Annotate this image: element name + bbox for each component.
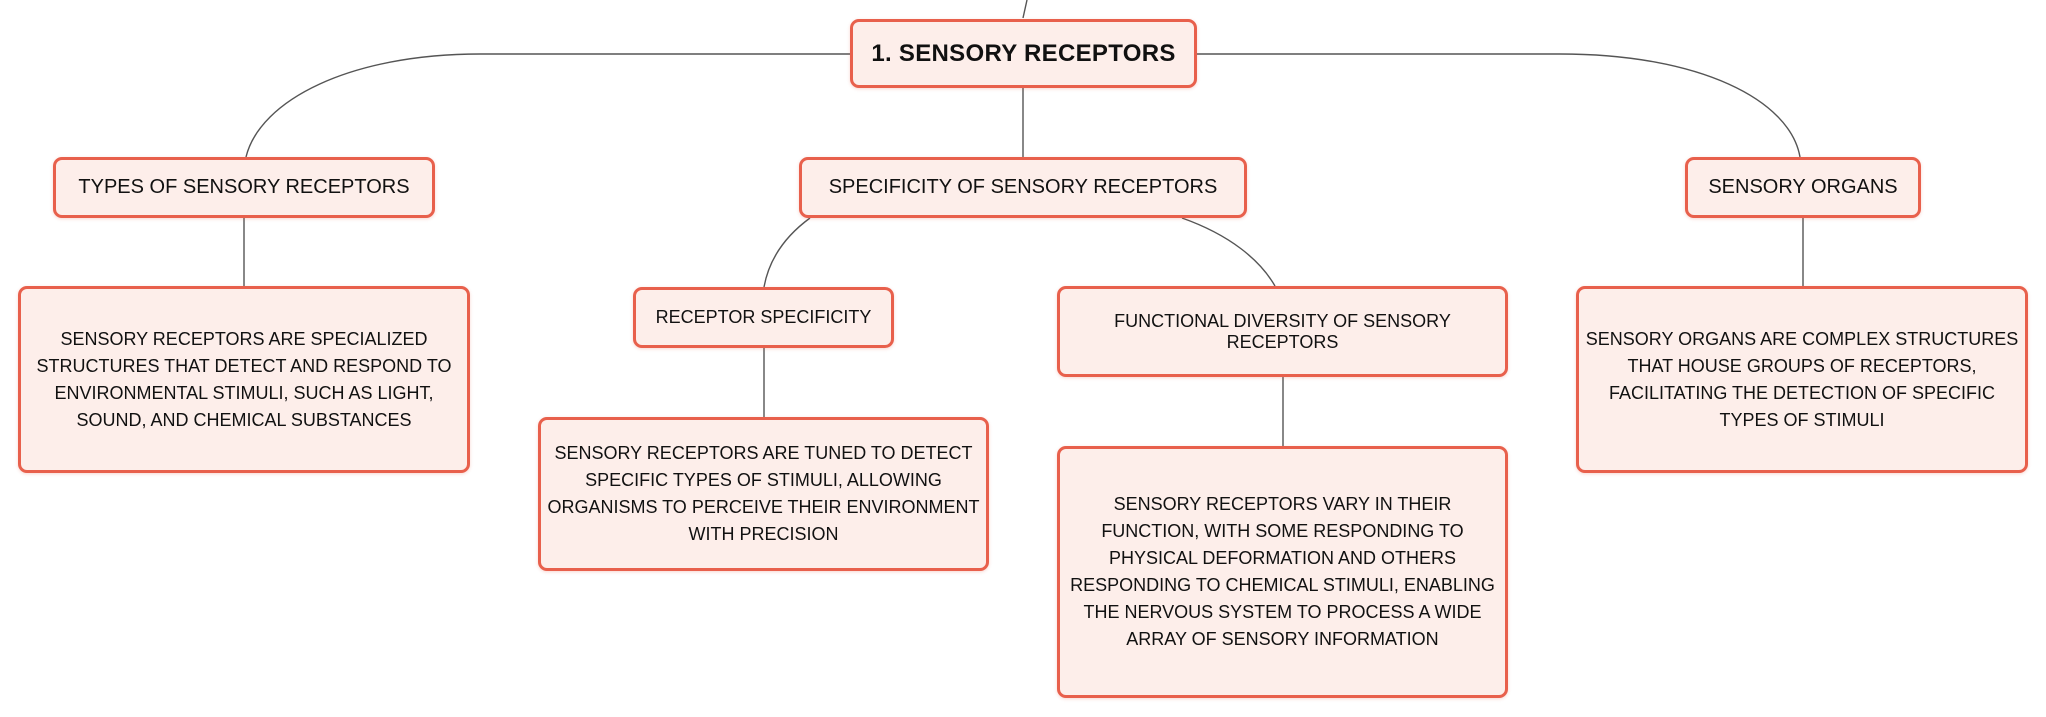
description-functional-diversity[interactable]: SENSORY RECEPTORS VARY IN THEIR FUNCTION… xyxy=(1057,446,1508,698)
connector-specificity-receptor xyxy=(763,217,811,288)
subtopic-receptor-specificity[interactable]: RECEPTOR SPECIFICITY xyxy=(633,287,894,348)
connector-specificity-functional xyxy=(1181,217,1276,287)
subtopic-label: FUNCTIONAL DIVERSITY OF SENSORY RECEPTOR… xyxy=(1114,310,1451,352)
root-label: 1. SENSORY RECEPTORS xyxy=(871,39,1176,67)
topic-specificity-of-sensory-receptors[interactable]: SPECIFICITY OF SENSORY RECEPTORS xyxy=(799,157,1247,218)
description-text: SENSORY ORGANS ARE COMPLEX STRUCTURES TH… xyxy=(1585,328,2019,430)
description-sensory-organs[interactable]: SENSORY ORGANS ARE COMPLEX STRUCTURES TH… xyxy=(1576,286,2028,473)
connector-root-types xyxy=(245,53,850,158)
topic-types-of-sensory-receptors[interactable]: TYPES OF SENSORY RECEPTORS xyxy=(53,157,435,218)
topic-sensory-organs[interactable]: SENSORY ORGANS xyxy=(1685,157,1921,218)
connector-to-parent xyxy=(1022,0,1028,19)
topic-label: SPECIFICITY OF SENSORY RECEPTORS xyxy=(828,176,1218,198)
description-text: SENSORY RECEPTORS VARY IN THEIR FUNCTION… xyxy=(1070,494,1495,649)
subtopic-functional-diversity[interactable]: FUNCTIONAL DIVERSITY OF SENSORY RECEPTOR… xyxy=(1057,286,1508,377)
topic-label: TYPES OF SENSORY RECEPTORS xyxy=(78,176,410,198)
connector-root-organs xyxy=(1195,53,1801,158)
description-receptor-specificity[interactable]: SENSORY RECEPTORS ARE TUNED TO DETECT SP… xyxy=(538,417,989,571)
description-text: SENSORY RECEPTORS ARE TUNED TO DETECT SP… xyxy=(547,443,980,544)
root-node[interactable]: 1. SENSORY RECEPTORS xyxy=(850,19,1197,88)
description-text: SENSORY RECEPTORS ARE SPECIALIZED STRUCT… xyxy=(36,328,452,430)
topic-label: SENSORY ORGANS xyxy=(1708,176,1898,198)
description-types-of-sensory-receptors[interactable]: SENSORY RECEPTORS ARE SPECIALIZED STRUCT… xyxy=(18,286,470,473)
subtopic-label: RECEPTOR SPECIFICITY xyxy=(655,307,872,327)
